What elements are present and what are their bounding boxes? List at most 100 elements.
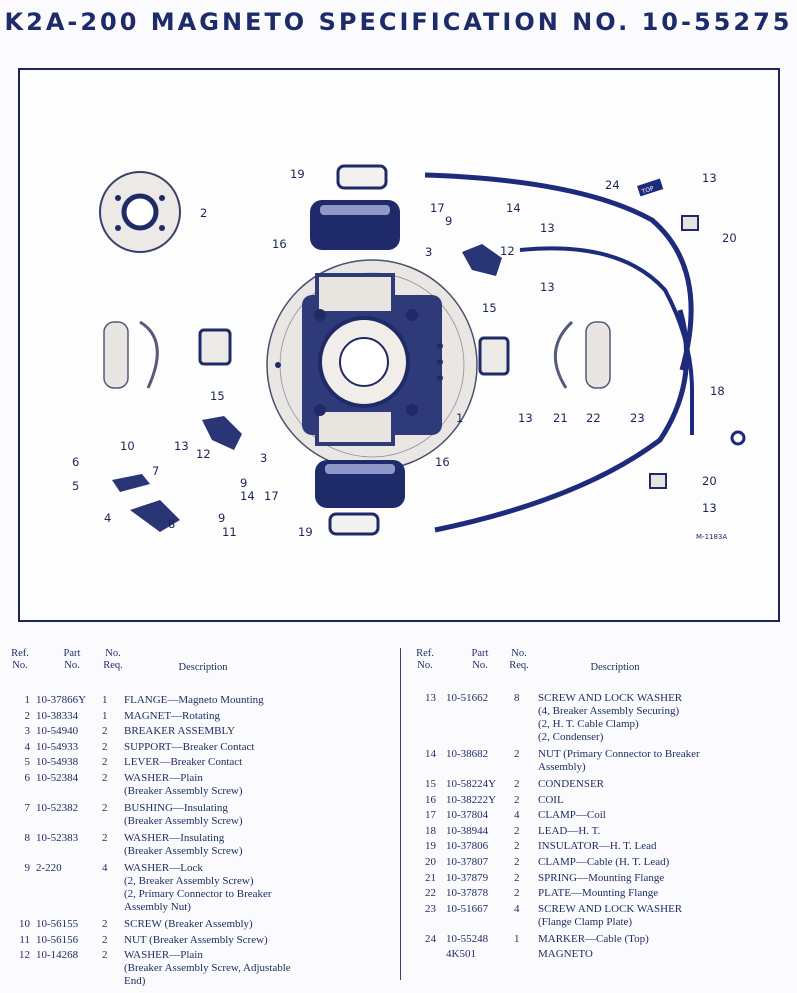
callout: 19 — [298, 525, 313, 539]
part-number: 10-37878 — [446, 887, 489, 900]
breaker-assembly-upper — [462, 244, 502, 276]
spring-left-part — [139, 320, 159, 389]
part-description: WASHER—Lock(2, Breaker Assembly Screw)(2… — [124, 862, 272, 913]
callout: 13 — [518, 411, 533, 425]
part-description: SUPPORT—Breaker Contact — [124, 740, 255, 753]
callout: 9 — [240, 476, 247, 490]
condenser-left-part — [198, 328, 232, 366]
description-detail: (Breaker Assembly Screw) — [124, 815, 243, 827]
description-detail: (4, Breaker Assembly Securing) — [538, 705, 680, 717]
part-number: 10-37879 — [446, 871, 489, 884]
part-description: WASHER—Plain(Breaker Assembly Screw) — [124, 772, 243, 797]
callout: 16 — [272, 237, 287, 251]
quantity-required: 2 — [514, 778, 520, 790]
rotating-magnet-part — [99, 171, 181, 253]
part-number: 10-58224Y — [446, 778, 497, 790]
ref-number: 4 — [24, 740, 31, 753]
ref-number: 15 — [425, 778, 436, 790]
callout: 10 — [120, 439, 135, 453]
insulator-lower-part — [328, 512, 380, 536]
quantity-required: 2 — [514, 748, 520, 760]
part-description: CLAMP—Cable (H. T. Lead) — [538, 856, 670, 868]
callout: 23 — [630, 411, 645, 425]
callout: 13 — [174, 439, 189, 453]
quantity-required: 2 — [102, 949, 108, 962]
quantity-required: 1 — [102, 694, 108, 706]
part-number: 10-54940 — [36, 725, 79, 738]
ref-number: 6 — [24, 772, 31, 784]
cable-marker-tag — [637, 178, 664, 197]
part-description: INSULATOR—H. T. Lead — [538, 840, 657, 853]
header-ref: Ref.No. — [11, 648, 29, 671]
part-description: COIL — [538, 793, 564, 806]
callout: 24 — [605, 178, 620, 192]
magneto-exploded-view: TOP M-1183A 2 19 17 9 14 16 3 12 13 24 1… — [72, 164, 746, 541]
description-detail: (2, Condenser) — [538, 731, 604, 743]
callout: 13 — [540, 221, 555, 235]
exploded-diagram: TOP M-1183A 2 19 17 9 14 16 3 12 13 24 1… — [18, 68, 780, 622]
header-req: No.Req. — [509, 648, 529, 671]
ref-number: 22 — [425, 887, 436, 900]
ref-number: 1 — [24, 694, 31, 706]
part-number: 10-56155 — [36, 918, 79, 930]
marker-text: TOP — [640, 185, 655, 196]
ref-number: 13 — [425, 692, 436, 704]
quantity-required: 2 — [102, 772, 108, 784]
callout: 4 — [104, 511, 111, 525]
part-number: 4K501 — [446, 948, 476, 961]
spring-right-part — [553, 320, 574, 389]
part-description: SPRING—Mounting Flange — [538, 871, 665, 884]
description-detail: (Breaker Assembly Screw, Adjustable — [124, 962, 291, 975]
quantity-required: 8 — [514, 692, 520, 704]
ref-number: 18 — [425, 824, 436, 837]
part-description: SCREW AND LOCK WASHER(Flange Clamp Plate… — [538, 902, 683, 928]
description-detail: (Flange Clamp Plate) — [538, 915, 633, 928]
part-number: 10-51662 — [446, 692, 489, 704]
part-number: 2-220 — [36, 862, 62, 874]
part-description: MAGNET—Rotating — [124, 709, 220, 722]
part-description: CONDENSER — [538, 778, 605, 790]
ht-lead-lower — [434, 309, 690, 533]
ref-number: 12 — [19, 949, 30, 962]
callout: 17 — [430, 201, 445, 215]
part-number: 10-38222Y — [446, 793, 497, 806]
part-description: SCREW AND LOCK WASHER(4, Breaker Assembl… — [538, 692, 683, 743]
quantity-required: 1 — [102, 709, 108, 722]
description-detail: (2, Breaker Assembly Screw) — [124, 875, 254, 887]
quantity-required: 2 — [102, 802, 108, 814]
ref-number: 5 — [24, 756, 31, 769]
part-number: 10-37806 — [446, 840, 489, 853]
coil-upper-part — [310, 200, 400, 250]
quantity-required: 4 — [102, 862, 108, 874]
header-description: Description — [590, 662, 640, 673]
part-description: WASHER—Plain(Breaker Assembly Screw, Adj… — [124, 949, 291, 988]
callout: 6 — [72, 455, 79, 469]
callout: 1 — [456, 411, 463, 425]
quantity-required: 4 — [514, 902, 520, 915]
part-number: 10-54938 — [36, 756, 79, 769]
ref-number: 11 — [19, 933, 30, 946]
ht-lead-upper — [424, 172, 694, 371]
quantity-required: 2 — [514, 840, 520, 853]
callout: 14 — [506, 201, 521, 215]
callout: 8 — [168, 517, 175, 531]
callout: 3 — [260, 451, 267, 465]
callout-labels: 2 19 17 9 14 16 3 12 13 24 13 20 15 1 13… — [72, 167, 737, 539]
callout: 19 — [290, 167, 305, 181]
quantity-required: 2 — [102, 933, 108, 946]
part-description: LEAD—H. T. — [538, 824, 601, 837]
ref-number: 16 — [425, 793, 436, 806]
ref-number: 7 — [24, 802, 31, 814]
ref-number: 9 — [24, 862, 31, 874]
part-description: FLANGE—Magneto Mounting — [124, 694, 264, 706]
page-title: K2A-200 MAGNETO SPECIFICATION NO. 10-552… — [4, 8, 793, 36]
callout: 11 — [222, 525, 237, 539]
column-divider — [400, 648, 401, 980]
plate-left-part — [103, 321, 129, 389]
header-description: Description — [178, 662, 228, 673]
callout: 15 — [482, 301, 497, 315]
callout: 2 — [200, 206, 207, 220]
quantity-required: 2 — [514, 856, 520, 868]
